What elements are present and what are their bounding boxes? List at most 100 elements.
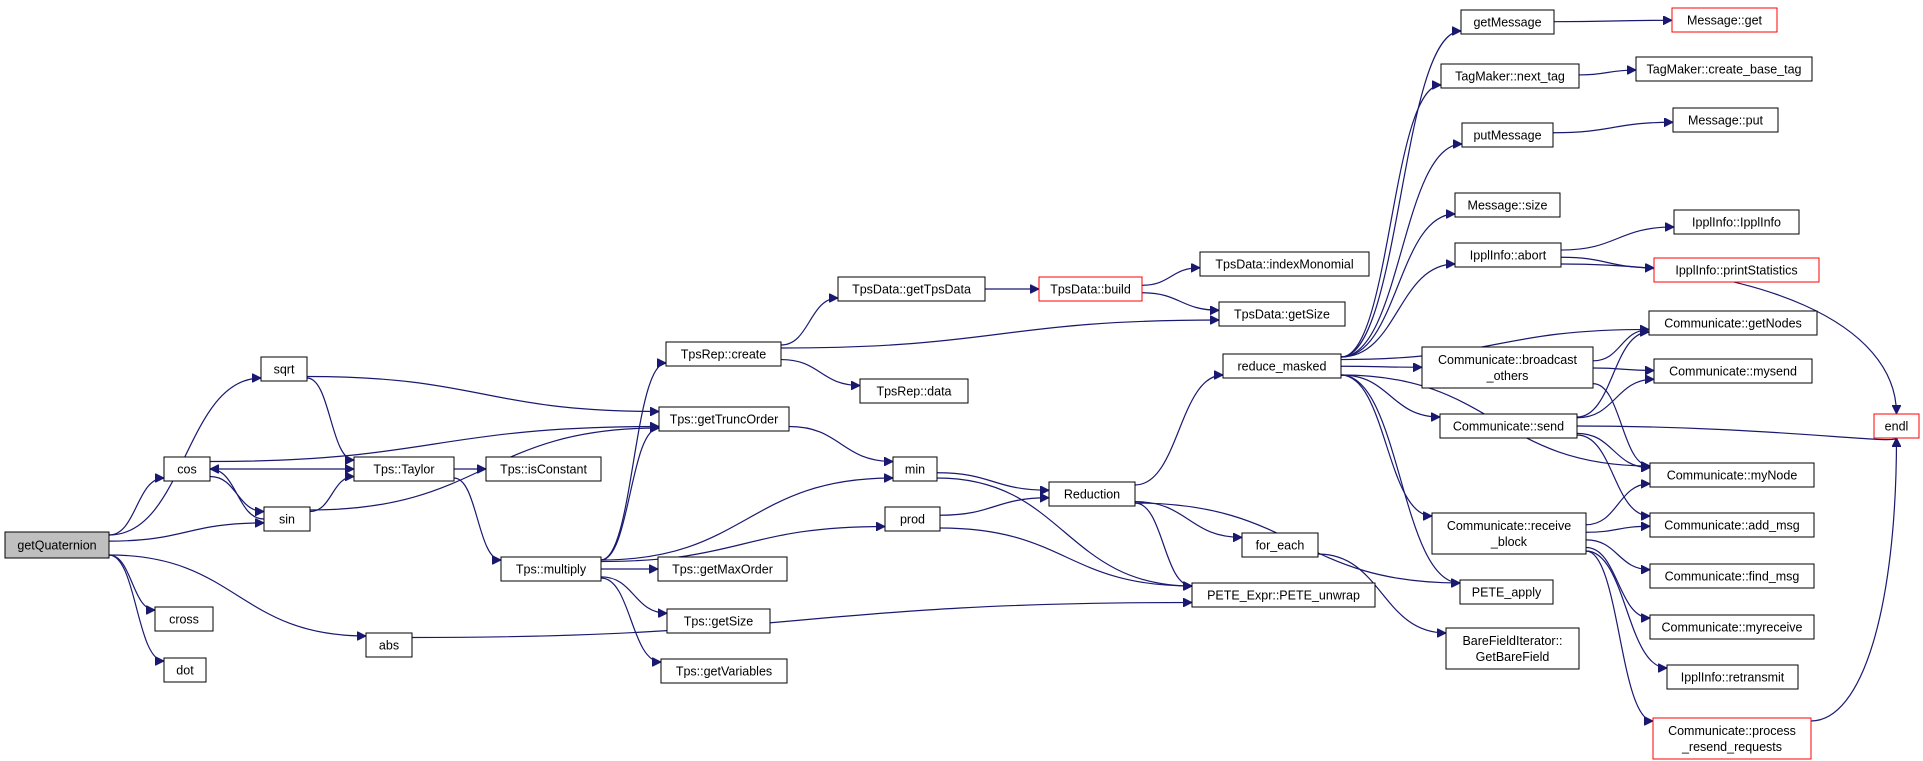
node-box [365, 632, 413, 658]
node-cross[interactable]: cross [154, 606, 214, 632]
node-label: Communicate::find_msg [1665, 570, 1800, 584]
node-put-message[interactable]: putMessage [1461, 122, 1554, 148]
node-tps-taylor[interactable]: Tps::Taylor [353, 456, 455, 482]
node-box [353, 456, 455, 482]
node-comm-broadcast[interactable]: Communicate::broadcast_others [1421, 346, 1594, 389]
node-ippl-info-retransmit[interactable]: IpplInfo::retransmit [1666, 664, 1799, 690]
node-comm-find-msg[interactable]: Communicate::find_msg [1649, 563, 1815, 589]
node-comm-add-msg[interactable]: Communicate::add_msg [1649, 512, 1815, 538]
node-bare-field-iter[interactable]: BareFieldIterator::GetBareField [1445, 627, 1580, 670]
node-label: Tps::getMaxOrder [672, 563, 773, 577]
node-label: sqrt [274, 363, 295, 377]
node-prod[interactable]: prod [884, 506, 941, 532]
node-cos[interactable]: cos [163, 456, 211, 482]
edge-comm-receive-block-to-comm-add-msg [1585, 526, 1650, 533]
node-label: dot [176, 664, 194, 678]
edge-tps-multiply-to-tps-get-size [600, 576, 667, 613]
node-label: Communicate::getNodes [1664, 317, 1802, 331]
node-label: Message::get [1687, 14, 1763, 28]
node-comm-myreceive[interactable]: Communicate::myreceive [1649, 614, 1815, 640]
node-tps-data-build[interactable]: TpsData::build [1038, 276, 1143, 302]
node-label: endl [1885, 420, 1909, 434]
node-tag-maker-create-base-tag[interactable]: TagMaker::create_base_tag [1635, 56, 1813, 82]
node-tps-get-size[interactable]: Tps::getSize [666, 608, 771, 634]
node-box [1439, 413, 1578, 439]
node-box [1038, 276, 1143, 302]
edge-sin-to-tps-taylor [309, 477, 355, 513]
node-ippl-info-ippl-info[interactable]: IpplInfo::IpplInfo [1673, 209, 1800, 235]
node-tps-rep-create[interactable]: TpsRep::create [665, 341, 782, 367]
node-tps-multiply[interactable]: Tps::multiply [500, 556, 602, 582]
node-box [837, 276, 986, 302]
node-message-get[interactable]: Message::get [1671, 7, 1778, 33]
node-tps-data-get-size[interactable]: TpsData::getSize [1218, 301, 1346, 327]
node-box [1218, 301, 1346, 327]
node-tps-data-get-tps-data[interactable]: TpsData::getTpsData [837, 276, 986, 302]
node-box [658, 406, 790, 432]
node-comm-send[interactable]: Communicate::send [1439, 413, 1578, 439]
node-abs[interactable]: abs [365, 632, 413, 658]
node-comm-get-nodes[interactable]: Communicate::getNodes [1648, 310, 1818, 336]
node-tps-rep-data[interactable]: TpsRep::data [859, 378, 969, 404]
node-tps-get-trunc-order[interactable]: Tps::getTruncOrder [658, 406, 790, 432]
edge-get-quaternion-to-abs [108, 554, 366, 636]
node-message-put[interactable]: Message::put [1672, 107, 1779, 133]
node-comm-receive-block[interactable]: Communicate::receive_block [1431, 512, 1587, 555]
node-box [1649, 614, 1815, 640]
node-reduction[interactable]: Reduction [1048, 481, 1136, 507]
node-box [260, 356, 308, 382]
node-for-each[interactable]: for_each [1241, 532, 1319, 558]
node-comm-my-node[interactable]: Communicate::myNode [1649, 462, 1815, 488]
node-box [660, 658, 788, 684]
edge-ippl-info-abort-to-ippl-info-ippl-info [1560, 227, 1674, 251]
node-label: IpplInfo::abort [1470, 249, 1547, 263]
node-ippl-info-abort[interactable]: IpplInfo::abort [1454, 242, 1562, 268]
node-label: Tps::isConstant [500, 463, 587, 477]
node-reduce-masked[interactable]: reduce_masked [1222, 353, 1342, 379]
edge-tps-multiply-to-prod [600, 527, 885, 563]
edge-reduce-masked-to-put-message [1340, 144, 1462, 358]
node-box [1649, 563, 1815, 589]
node-label: Tps::Taylor [373, 463, 434, 477]
node-sin[interactable]: sin [263, 506, 311, 532]
node-tps-get-variables[interactable]: Tps::getVariables [660, 658, 788, 684]
node-label: Communicate::send [1453, 420, 1564, 434]
node-pete-unwrap[interactable]: PETE_Expr::PETE_unwrap [1191, 582, 1376, 608]
node-tps-is-constant[interactable]: Tps::isConstant [485, 456, 602, 482]
node-box [1191, 582, 1376, 608]
node-label: getMessage [1473, 16, 1541, 30]
node-tps-get-max-order[interactable]: Tps::getMaxOrder [657, 556, 788, 582]
edge-comm-send-to-endl [1576, 425, 1897, 440]
node-pete-apply[interactable]: PETE_apply [1459, 579, 1554, 605]
node-comm-process-resend[interactable]: Communicate::process_resend_requests [1652, 717, 1812, 760]
node-box [1048, 481, 1136, 507]
node-message-size[interactable]: Message::size [1454, 192, 1561, 218]
node-get-quaternion[interactable]: getQuaternion [4, 531, 110, 559]
node-box [657, 556, 788, 582]
edge-tps-multiply-to-tps-get-trunc-order [600, 428, 660, 561]
node-label: TagMaker::create_base_tag [1647, 63, 1802, 77]
node-ippl-info-print-statistics[interactable]: IpplInfo::printStatistics [1653, 257, 1820, 283]
node-endl[interactable]: endl [1873, 413, 1920, 439]
node-box [1673, 209, 1800, 235]
node-sqrt[interactable]: sqrt [260, 356, 308, 382]
node-box [665, 341, 782, 367]
node-label: Tps::getTruncOrder [670, 413, 779, 427]
edge-tps-data-build-to-tps-data-get-size [1141, 292, 1219, 311]
node-comm-mysend[interactable]: Communicate::mysend [1653, 358, 1813, 384]
edge-comm-broadcast-to-comm-my-node [1592, 383, 1651, 466]
node-tps-data-index-monomial[interactable]: TpsData::indexMonomial [1199, 251, 1370, 277]
edge-comm-receive-block-to-ippl-info-retransmit [1585, 550, 1667, 668]
node-box [485, 456, 602, 482]
node-min[interactable]: min [892, 456, 938, 482]
node-label: min [905, 463, 925, 477]
node-get-message[interactable]: getMessage [1460, 9, 1555, 35]
node-tag-maker-next-tag[interactable]: TagMaker::next_tag [1440, 63, 1580, 89]
edge-get-message-to-message-get [1553, 20, 1672, 21]
node-dot[interactable]: dot [163, 657, 207, 683]
edge-sin-to-cos [209, 469, 265, 520]
node-label: Message::put [1688, 114, 1764, 128]
node-box [1649, 512, 1815, 538]
node-label: _others [1486, 369, 1529, 383]
